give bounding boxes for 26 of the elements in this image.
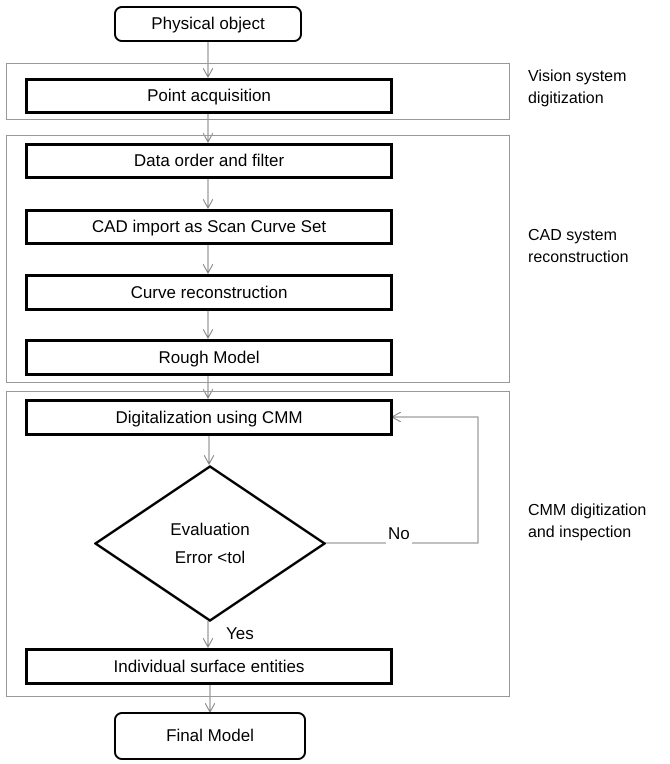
process-box: CAD import as Scan Curve Set <box>25 209 393 245</box>
decision-diamond: Evaluation Error <tol <box>94 465 326 622</box>
process-box: Curve reconstruction <box>25 274 393 311</box>
process-box: Digitalization using CMM <box>25 399 393 436</box>
group-frame <box>6 135 510 383</box>
arrow <box>202 42 214 78</box>
group-frame <box>6 391 510 697</box>
arrow <box>202 310 214 338</box>
arrow <box>204 434 214 464</box>
group-heading: CAD system reconstruction <box>528 226 630 268</box>
group-heading: Vision system digitization <box>528 67 628 110</box>
arrow <box>202 244 214 274</box>
arrow <box>204 684 216 712</box>
group-frame <box>6 63 510 120</box>
arrow <box>202 112 214 142</box>
terminal-box: Physical object <box>114 6 302 42</box>
arrow <box>202 178 214 208</box>
arrow <box>202 620 214 648</box>
process-box: Point acquisition <box>25 78 393 114</box>
process-box: Individual surface entities <box>25 648 393 685</box>
arrow <box>202 374 214 398</box>
process-box: Rough Model <box>25 339 393 376</box>
arrow <box>324 412 478 544</box>
process-box: Data order and filter <box>25 143 393 179</box>
group-heading: CMM digitization and inspection <box>528 501 648 544</box>
terminal-box: Final Model <box>114 712 306 760</box>
